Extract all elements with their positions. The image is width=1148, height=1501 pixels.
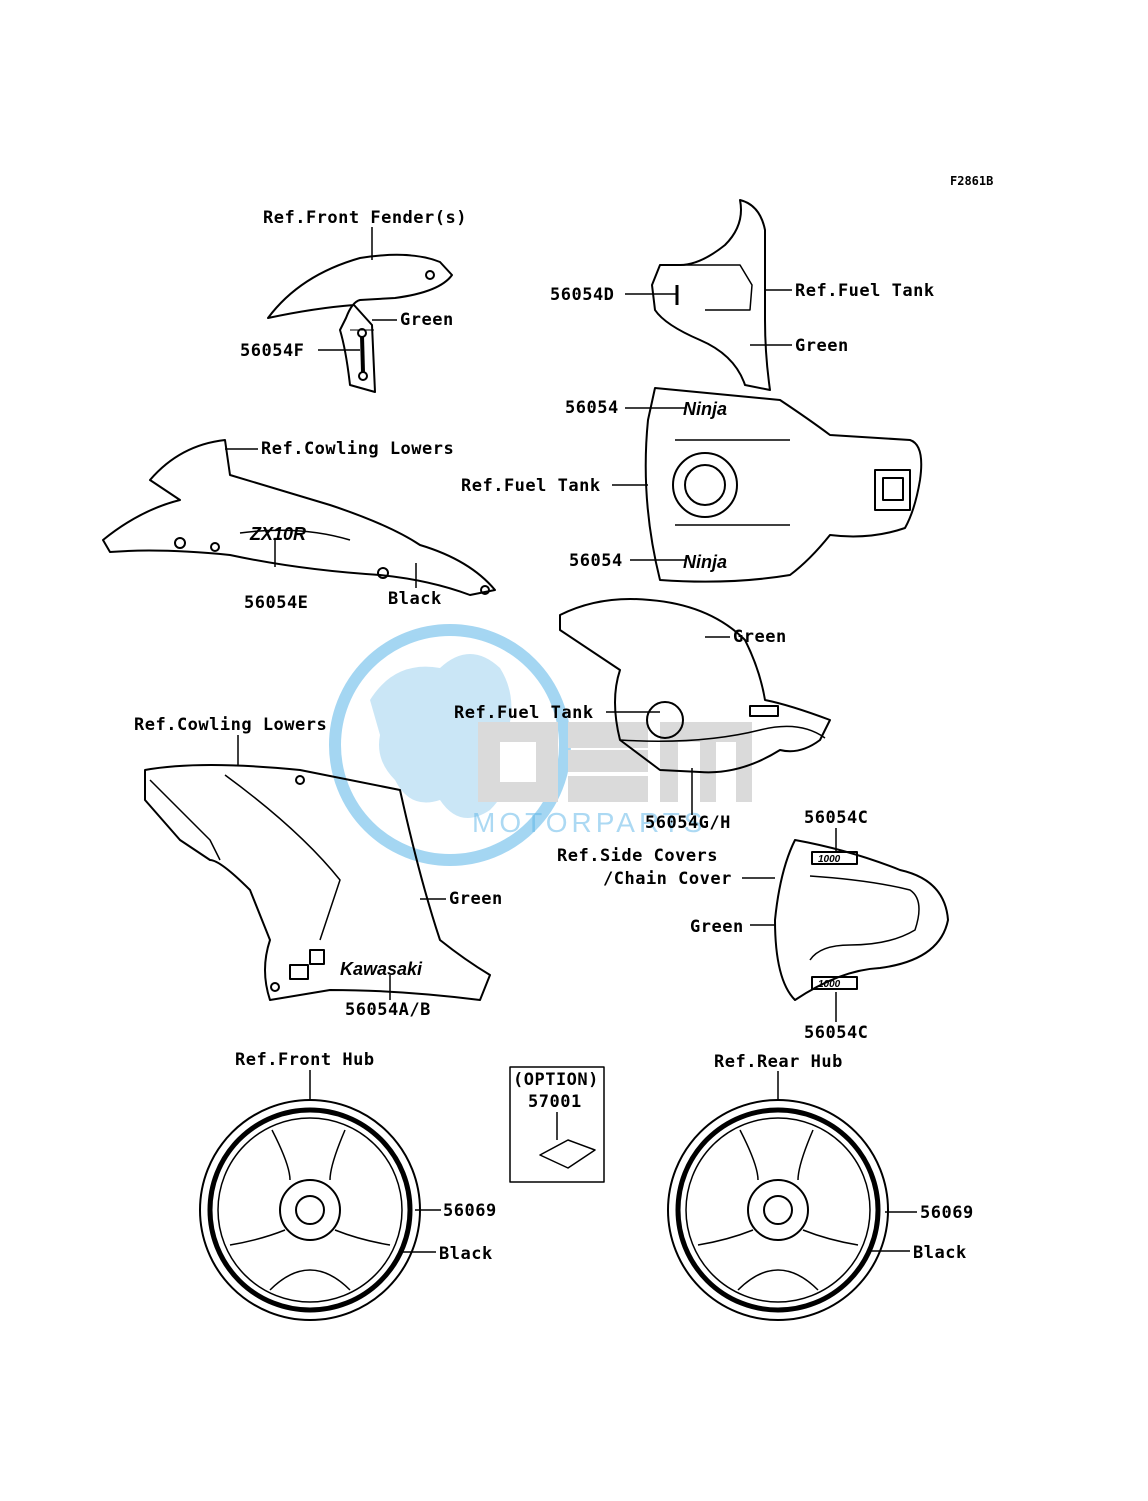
label-56054E: 56054E [244, 593, 309, 613]
label-56054-bottom: 56054 [569, 551, 623, 571]
label-ref-front-fender: Ref.Front Fender(s) [263, 208, 467, 228]
label-green-fender: Green [400, 310, 454, 330]
tank-cover-top-drawing [651, 199, 771, 391]
label-green-cowling: Green [449, 889, 503, 909]
figure-code: F2861B [950, 174, 994, 188]
label-56054C-bottom: 56054C [804, 1023, 869, 1043]
rear-wheel-drawing [667, 1099, 889, 1321]
seat-1000-emblem-top: 1000 [818, 854, 841, 865]
label-56054D: 56054D [550, 285, 615, 305]
label-black-rear: Black [913, 1243, 967, 1263]
label-ref-side-covers: Ref.Side Covers [557, 846, 719, 866]
watermark-text: MOTORPARTS [472, 807, 706, 838]
kawasaki-emblem: Kawasaki [340, 959, 423, 979]
label-ref-fuel-tank-cover: Ref.Fuel Tank [454, 703, 594, 723]
label-56054F: 56054F [240, 341, 305, 361]
label-green-tank-top: Green [795, 336, 849, 356]
label-56054C-top: 56054C [804, 808, 869, 828]
label-ref-cowling-lowers-bottom: Ref.Cowling Lowers [134, 715, 328, 735]
label-black-cowling: Black [388, 589, 442, 609]
zx10r-emblem: ZX10R [249, 524, 306, 544]
label-56054GH: 56054G/H [645, 813, 731, 833]
label-option: (OPTION) [513, 1070, 599, 1090]
seat-cover-drawing [774, 839, 949, 1001]
label-ref-fuel-tank-top: Ref.Fuel Tank [795, 281, 935, 301]
leader-lines [225, 227, 917, 1253]
label-green-tank-cover: Green [733, 627, 787, 647]
ninja-emblem-top: Ninja [683, 399, 727, 419]
label-57001: 57001 [528, 1092, 582, 1112]
label-ref-rear-hub: Ref.Rear Hub [714, 1052, 843, 1072]
label-56069-front: 56069 [443, 1201, 497, 1221]
label-56054-top: 56054 [565, 398, 619, 418]
fuel-tank-drawing [644, 387, 923, 583]
label-green-seat: Green [690, 917, 744, 937]
label-ref-cowling-lowers-top: Ref.Cowling Lowers [261, 439, 455, 459]
tank-cover-under-drawing [559, 598, 831, 774]
option-box [509, 1066, 605, 1183]
label-ref-fuel-tank-mid: Ref.Fuel Tank [461, 476, 601, 496]
label-ref-front-hub: Ref.Front Hub [235, 1050, 375, 1070]
label-chain-cover: /Chain Cover [603, 869, 732, 889]
side-cowling-drawing [144, 764, 491, 1001]
label-56054AB: 56054A/B [345, 1000, 431, 1020]
watermark-logo [329, 624, 752, 866]
label-56069-rear: 56069 [920, 1203, 974, 1223]
label-black-front: Black [439, 1244, 493, 1264]
ninja-emblem-bottom: Ninja [683, 552, 727, 572]
front-fender-drawing [267, 253, 453, 393]
cowling-top-drawing [102, 439, 496, 596]
seat-1000-emblem-bottom: 1000 [818, 979, 841, 990]
front-wheel-drawing [199, 1099, 421, 1321]
